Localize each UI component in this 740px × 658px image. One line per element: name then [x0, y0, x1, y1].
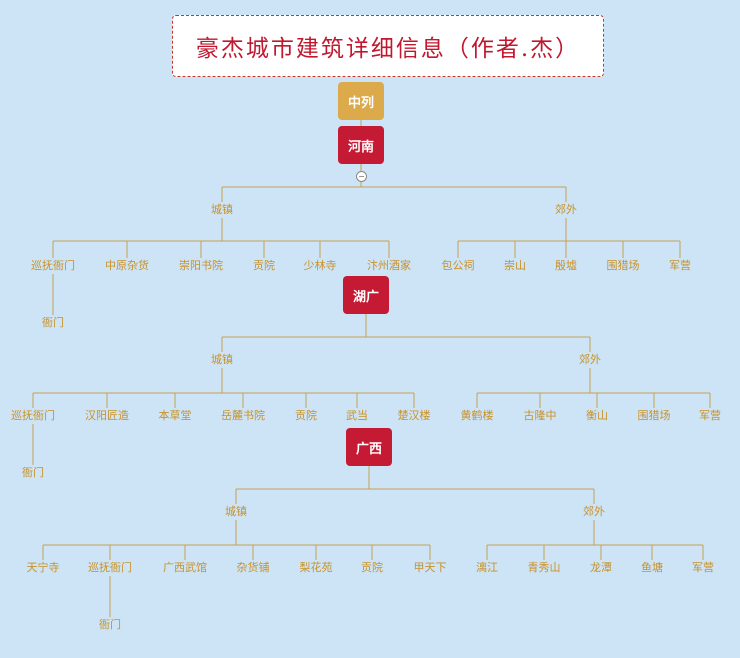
building-node[interactable]: 包公祠 — [441, 259, 475, 272]
building-node[interactable]: 梨花苑 — [299, 561, 333, 574]
building-node[interactable]: 军营 — [699, 409, 721, 422]
building-node[interactable]: 鱼塘 — [641, 561, 663, 574]
category-node[interactable]: 郊外 — [555, 203, 577, 216]
category-node[interactable]: 郊外 — [583, 505, 605, 518]
building-node[interactable]: 巡抚衙门 — [31, 259, 75, 272]
region-node[interactable]: 湖广 — [343, 276, 389, 314]
page-title: 豪杰城市建筑详细信息（作者.杰） — [172, 15, 604, 77]
building-child-node[interactable]: 衙门 — [22, 466, 44, 479]
building-node[interactable]: 岳麓书院 — [221, 409, 265, 422]
building-node[interactable]: 贡院 — [361, 561, 383, 574]
building-node[interactable]: 黄鹤楼 — [460, 409, 494, 422]
category-node[interactable]: 城镇 — [225, 505, 247, 518]
building-node[interactable]: 龙潭 — [590, 561, 612, 574]
building-node[interactable]: 青秀山 — [527, 561, 561, 574]
building-node[interactable]: 漓江 — [476, 561, 498, 574]
building-node[interactable]: 楚汉楼 — [397, 409, 431, 422]
building-node[interactable]: 天宁寺 — [26, 561, 60, 574]
region-node[interactable]: 河南 — [338, 126, 384, 164]
building-node[interactable]: 巡抚衙门 — [11, 409, 55, 422]
building-node[interactable]: 本草堂 — [158, 409, 192, 422]
building-node[interactable]: 军营 — [669, 259, 691, 272]
building-node[interactable]: 衡山 — [586, 409, 608, 422]
root-node[interactable]: 中列 — [338, 82, 384, 120]
building-node[interactable]: 古隆中 — [523, 409, 557, 422]
building-node[interactable]: 围猎场 — [637, 409, 671, 422]
building-node[interactable]: 贡院 — [253, 259, 275, 272]
building-node[interactable]: 围猎场 — [606, 259, 640, 272]
category-node[interactable]: 郊外 — [579, 353, 601, 366]
building-node[interactable]: 汉阳匠造 — [85, 409, 129, 422]
building-node[interactable]: 巡抚衙门 — [88, 561, 132, 574]
building-node[interactable]: 武当 — [346, 409, 368, 422]
category-node[interactable]: 城镇 — [211, 353, 233, 366]
building-node[interactable]: 军营 — [692, 561, 714, 574]
building-node[interactable]: 中原杂货 — [105, 259, 149, 272]
building-node[interactable]: 贡院 — [295, 409, 317, 422]
region-node[interactable]: 广西 — [346, 428, 392, 466]
building-node[interactable]: 少林寺 — [303, 259, 337, 272]
building-child-node[interactable]: 衙门 — [42, 316, 64, 329]
category-node[interactable]: 城镇 — [211, 203, 233, 216]
collapse-icon[interactable]: − — [356, 171, 367, 182]
building-node[interactable]: 杂货铺 — [236, 561, 270, 574]
building-node[interactable]: 殷墟 — [555, 259, 577, 272]
building-node[interactable]: 甲天下 — [413, 561, 447, 574]
building-child-node[interactable]: 衙门 — [99, 618, 121, 631]
building-node[interactable]: 崇阳书院 — [179, 259, 223, 272]
building-node[interactable]: 崇山 — [504, 259, 526, 272]
building-node[interactable]: 广西武馆 — [163, 561, 207, 574]
building-node[interactable]: 汴州酒家 — [367, 259, 411, 272]
